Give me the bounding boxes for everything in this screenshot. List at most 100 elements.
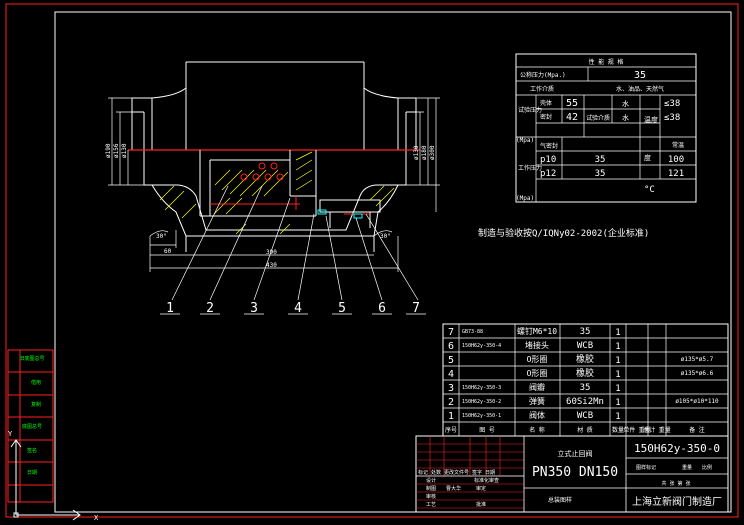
- parts-header-remark: 备 注: [689, 426, 705, 434]
- part-no: 1: [448, 411, 454, 422]
- ucs-icon: Y X: [8, 430, 99, 522]
- perf-t121: 121: [668, 169, 684, 179]
- dim-angle-right: 30°: [380, 233, 391, 240]
- part-no: 5: [448, 355, 454, 366]
- title-weight-label: 重量: [682, 464, 692, 471]
- part-remark: ø135*ø6.6: [681, 370, 714, 377]
- side-label-5: 日期: [27, 470, 37, 476]
- standard-note: 制造与验收按Q/IQNy02-2002(企业标准): [478, 227, 649, 239]
- parts-header-code: 图 号: [479, 427, 495, 434]
- title-approve: 批准: [476, 501, 486, 508]
- dim-d130-left: ø130: [121, 143, 128, 158]
- perf-water-1: 水: [622, 99, 629, 108]
- perf-mpa-2: (Mpa): [516, 195, 534, 202]
- dim-390: 390: [266, 249, 277, 256]
- title-spec: PN350 DN150: [532, 465, 618, 480]
- inner-frame: [54, 11, 732, 513]
- title-stage-label: 图样标记: [636, 464, 656, 471]
- part-material: 60Si2Mn: [566, 397, 604, 407]
- part-material: WCB: [577, 341, 593, 351]
- part-code: 150H62y-350-3: [462, 385, 501, 391]
- perf-work-label: 工作压力: [518, 164, 542, 172]
- dim-angle-left: 30°: [156, 233, 167, 240]
- perf-shell-value: 55: [566, 98, 578, 109]
- perf-temp-c: °C: [644, 185, 655, 195]
- perf-medium-value: 水、油品、天然气: [616, 85, 664, 93]
- part-qty: 1: [615, 412, 620, 422]
- perf-medium-label: 工作介质: [530, 85, 554, 93]
- side-label-1: 借用: [31, 379, 41, 386]
- title-block: 标记 处数 更改文件号 签字 日期 设计 标准化审查 制图 曹大华 审定 审核 …: [415, 435, 729, 513]
- balloon-2: 2: [206, 301, 214, 316]
- part-code: 150H62y-350-4: [462, 343, 501, 349]
- perf-le38-1: ≤38: [664, 99, 680, 109]
- part-code: GB73-88: [462, 329, 483, 335]
- title-assembly: 总装图样: [548, 496, 572, 504]
- balloon-1: 1: [166, 301, 174, 316]
- perf-le38-2: ≤38: [664, 113, 680, 123]
- part-name: 阀体: [529, 410, 545, 420]
- part-name: 阀瓣: [529, 382, 545, 392]
- perf-title: 性 能 规 格: [589, 58, 624, 66]
- perf-temp-label: 温度: [644, 115, 658, 124]
- dim-d190: ø190: [105, 143, 112, 158]
- perf-p12-value: 35: [595, 169, 606, 179]
- side-label-2: 复制: [31, 401, 41, 408]
- side-strip: 旧底图总号 借用 复制 底图总号 签名 日期: [7, 349, 54, 503]
- title-scale-label: 比例: [702, 464, 712, 471]
- part-no: 6: [448, 341, 454, 352]
- perf-seal-value: 42: [566, 112, 578, 123]
- part-material: 橡胶: [576, 367, 594, 379]
- dim-430: 430: [266, 262, 277, 269]
- part-name: 堵接头: [525, 340, 549, 350]
- dim-d300: ø300: [429, 145, 436, 160]
- perf-water-2: 水: [622, 113, 629, 122]
- title-design: 设计: [426, 477, 436, 484]
- parts-header-total_wt: 总计 重量: [643, 426, 671, 434]
- outer-frame: [5, 3, 739, 518]
- perf-degree-label: 度: [644, 153, 651, 162]
- perf-pressure-label: 公称压力(Mpa.): [520, 71, 566, 79]
- part-material: WCB: [577, 411, 593, 421]
- part-code: 150H62y-350-2: [462, 399, 501, 405]
- title-approve2: 审定: [476, 485, 486, 492]
- title-std-check: 标准化审查: [474, 477, 499, 484]
- title-product: 立式止回阀: [558, 449, 593, 458]
- perf-airseal-label: 气密封: [540, 142, 558, 150]
- perf-p10: p10: [540, 155, 556, 165]
- balloon-6: 6: [378, 301, 386, 316]
- dim-d156: ø156: [113, 143, 120, 158]
- perf-p10-value: 35: [595, 155, 606, 165]
- perf-t100: 100: [668, 155, 684, 165]
- part-qty: 1: [615, 384, 620, 394]
- part-qty: 1: [615, 328, 620, 338]
- perf-pressure-value: 35: [634, 70, 646, 81]
- part-qty: 1: [615, 370, 620, 380]
- part-name: 弹簧: [529, 396, 545, 406]
- part-qty: 1: [615, 398, 620, 408]
- perf-normal-label: 常温: [672, 141, 684, 149]
- part-name: O形圈: [527, 355, 548, 364]
- perf-p12: p12: [540, 169, 556, 179]
- title-draw: 制图: [426, 485, 436, 492]
- part-material: 橡胶: [576, 353, 594, 365]
- title-std-check2: 曹大华: [446, 485, 461, 492]
- balloon-7: 7: [412, 301, 420, 316]
- title-craft: 工艺: [426, 502, 436, 508]
- dim-d130-right: ø130: [413, 145, 420, 160]
- side-label-0: 旧底图总号: [19, 355, 44, 362]
- side-label-4: 签名: [27, 447, 37, 454]
- performance-table: 性 能 规 格 公称压力(Mpa.) 35 工作介质 水、油品、天然气 试验压力…: [515, 53, 697, 203]
- part-remark: ø105*ø10*110: [675, 398, 719, 405]
- part-code: 150H62y-350-1: [462, 413, 501, 419]
- perf-test-medium-label: 试验介质: [586, 114, 610, 122]
- part-material: 35: [580, 327, 591, 337]
- svg-text:Y: Y: [8, 430, 13, 438]
- dim-d180: ø180: [421, 145, 428, 160]
- title-drawing-no: 150H62y-350-0: [634, 442, 720, 455]
- parts-header-qty: 数量: [612, 426, 624, 434]
- perf-seal-label: 密封: [540, 113, 552, 121]
- title-company: 上海立新阀门制造厂: [632, 495, 722, 508]
